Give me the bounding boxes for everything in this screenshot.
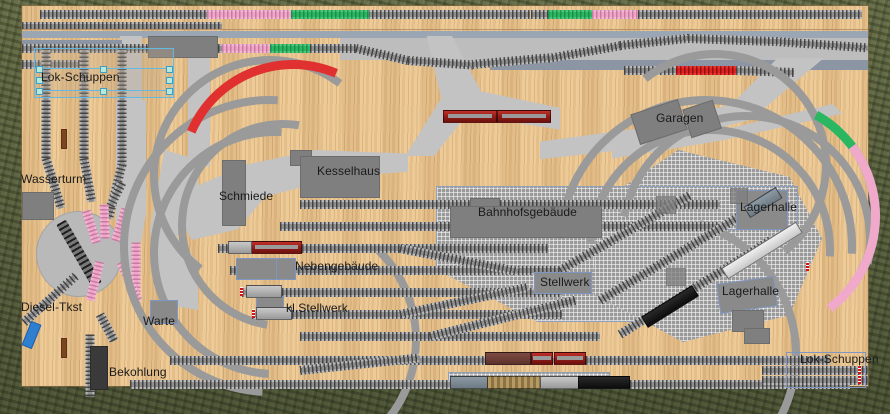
rolling-stock-wagon-e[interactable] [554, 352, 586, 365]
building-kesselhaus[interactable] [300, 156, 380, 198]
building-top-left-plate[interactable] [148, 36, 218, 58]
rolling-stock-wagon-m[interactable] [228, 241, 252, 254]
selection-handle-e[interactable] [166, 77, 173, 84]
label-lok-schuppen-1: Lok-Schuppen [41, 70, 120, 84]
building-schmiede[interactable] [222, 160, 246, 226]
label-lok-schuppen-2: Lok-Schuppen [800, 352, 879, 366]
rolling-stock-wagon-h[interactable] [540, 376, 580, 389]
rolling-stock-coach-b[interactable] [497, 110, 551, 123]
track-siding-5[interactable] [300, 332, 600, 341]
rolling-stock-wagon-n[interactable] [246, 285, 282, 298]
label-warte: Warte [143, 314, 176, 328]
building-bottom-right-plate[interactable] [744, 328, 770, 344]
label-bekohlung: Bekohlung [109, 365, 167, 379]
rolling-stock-loco-i[interactable] [578, 376, 630, 389]
label-stellwerk: Stellwerk [540, 275, 590, 289]
label-schmiede: Schmiede [219, 189, 274, 203]
road-center-vertical [188, 36, 210, 166]
rolling-stock-wagon-d[interactable] [531, 352, 553, 365]
platform-top-staging [22, 31, 868, 38]
track-staging-top-green[interactable] [291, 10, 369, 19]
track-staging-top-green-2[interactable] [548, 10, 592, 19]
track-staging-top-4[interactable] [22, 22, 222, 29]
rolling-stock-coach-a[interactable] [443, 110, 497, 123]
label-lagerhalle-1: Lagerhalle [740, 200, 798, 214]
buffer-stop-7 [858, 375, 861, 384]
track-upper-pink[interactable] [222, 44, 270, 53]
track-station-through-2[interactable] [300, 200, 720, 209]
track-siding-3[interactable] [242, 288, 562, 297]
building-bahnhofsgebaeude[interactable] [450, 206, 602, 238]
building-yard-patch-2[interactable] [666, 268, 686, 286]
building-yard-patch-3[interactable] [730, 188, 748, 204]
selection-handle-nw[interactable] [36, 66, 43, 73]
building-wasserturm[interactable] [22, 192, 54, 220]
building-nebengebaeude-b[interactable] [276, 258, 296, 280]
selection-handle-sw[interactable] [36, 88, 43, 95]
post-water-crane-1[interactable] [61, 129, 67, 149]
selection-handle-se[interactable] [166, 88, 173, 95]
label-kl-stellwerk: kl.Stellwerk [286, 301, 348, 315]
track-siding-2[interactable] [230, 266, 560, 275]
rolling-stock-wagon-o[interactable] [256, 307, 292, 320]
platform-upper-strip [490, 60, 868, 70]
track-siding-1[interactable] [218, 244, 548, 253]
platform-upper-left-plate [22, 40, 122, 46]
label-kesselhaus: Kesselhaus [317, 164, 381, 178]
track-upper-main-mid[interactable] [310, 44, 356, 53]
label-outline-lokschuppen-2 [786, 352, 866, 388]
building-nebengebaeude-a[interactable] [236, 258, 278, 280]
rolling-stock-wagon-c[interactable] [485, 352, 531, 365]
label-lagerhalle-2: Lagerhalle [722, 284, 780, 298]
track-lokschuppen-right[interactable] [762, 366, 868, 375]
track-upper-right-a[interactable] [624, 66, 676, 75]
track-staging-top-pink[interactable] [207, 10, 291, 19]
turntable-radial-2[interactable] [99, 204, 110, 239]
label-bahnhofsgebaeude: Bahnhofsgebäude [478, 205, 577, 219]
rolling-stock-wagon-g[interactable] [487, 376, 541, 389]
building-warte[interactable] [150, 300, 178, 324]
track-staging-top-3[interactable] [638, 10, 862, 19]
track-upper-main-2[interactable] [22, 60, 82, 69]
label-diesel-tkst: Diesel-Tkst [21, 300, 83, 314]
buffer-stop-3 [252, 309, 255, 318]
post-water-crane-2[interactable] [61, 338, 67, 358]
buffer-stop-6 [858, 365, 861, 374]
building-bekohlung[interactable] [90, 346, 108, 390]
track-staging-top-2[interactable] [531, 10, 549, 19]
label-garagen: Garagen [656, 111, 704, 125]
selection-handle-w[interactable] [36, 77, 43, 84]
selection-handle-s[interactable] [100, 88, 107, 95]
track-selected-upper-right[interactable] [676, 66, 736, 75]
buffer-stop-2 [240, 287, 243, 296]
label-nebengebaeude: Nebengebäude [295, 259, 379, 273]
buffer-stop-5 [806, 262, 809, 271]
track-upper-green[interactable] [270, 44, 310, 53]
track-lokschuppen-right-2[interactable] [762, 376, 868, 385]
selection-handle-n[interactable] [100, 66, 107, 73]
building-yard-patch-1[interactable] [656, 196, 676, 214]
rolling-stock-railcar-l[interactable] [250, 241, 302, 254]
track-staging-top-pink-2[interactable] [592, 10, 638, 19]
rolling-stock-wagon-f[interactable] [450, 376, 488, 389]
label-outline-stellwerk [534, 272, 592, 294]
label-wasserturm: Wasserturm [21, 172, 87, 186]
selection-handle-ne[interactable] [166, 66, 173, 73]
